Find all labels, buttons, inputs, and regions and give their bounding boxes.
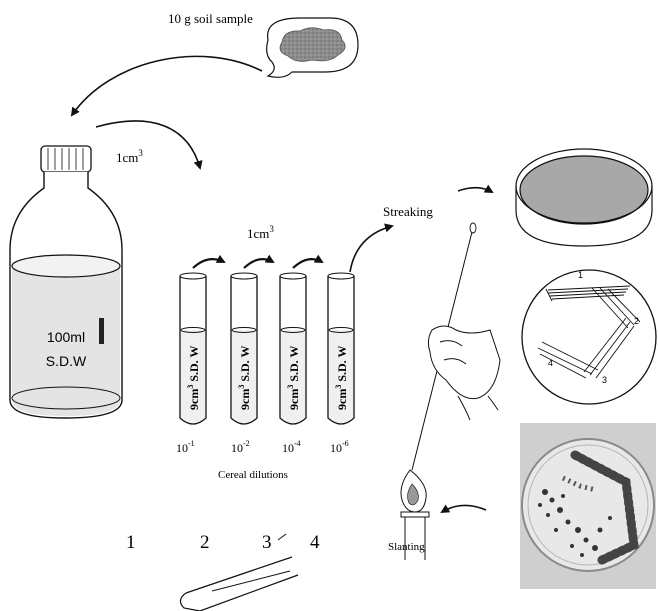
slant-number-2: 2 — [200, 532, 210, 553]
bottle-contents-text: S.D.W — [46, 353, 87, 369]
slant-number-4: 4 — [310, 532, 320, 553]
dilution-label-3: 10-4 — [282, 439, 301, 455]
arrow-to-slanting — [442, 505, 486, 512]
colony-plate-photo — [520, 423, 656, 589]
streak-number-4: 4 — [548, 358, 553, 368]
tube-3-label: 9cm3 S.D. W — [286, 346, 301, 410]
arrow-bottle-to-tubes — [96, 121, 200, 168]
dilution-label-4: 10-6 — [330, 439, 349, 455]
tube-4-label: 9cm3 S.D. W — [334, 346, 349, 410]
slant-number-1: 1 — [126, 532, 136, 553]
tube-2-label: 9cm3 S.D. W — [237, 346, 252, 410]
arrow-soil-to-bottle — [72, 56, 262, 115]
slant-tube — [180, 557, 298, 611]
streak-number-2: 2 — [634, 316, 639, 326]
streak-number-1: 1 — [578, 270, 583, 280]
agar-plate — [516, 149, 652, 246]
soil-sample-bubble — [267, 18, 358, 77]
serial-dilutions-label: Cereal dilutions — [218, 469, 288, 481]
tube-1-label: 9cm3 S.D. W — [186, 346, 201, 410]
transfer-tubes-label: 1cm3 — [247, 224, 274, 241]
streaking-label: Streaking — [383, 204, 433, 219]
slant-number-3: 3 — [262, 532, 272, 553]
transfer-bottle-label: 1cm3 — [116, 148, 143, 165]
slant-number-3-tick — [278, 534, 286, 540]
hand-with-inoculating-loop — [412, 223, 500, 470]
arrow-tube-2-to-3 — [244, 259, 273, 268]
arrow-tube-to-streaking — [350, 226, 392, 272]
sdw-bottle — [10, 146, 122, 418]
arrow-to-agar-plate — [458, 188, 492, 192]
arrow-tube-1-to-2 — [193, 259, 224, 268]
streak-number-3: 3 — [602, 375, 607, 385]
dilution-label-1: 10-1 — [176, 439, 195, 455]
soil-sample-icon — [280, 28, 345, 62]
streak-pattern-plate — [522, 270, 656, 404]
slanting-label: Slanting — [388, 541, 425, 553]
soil-sample-label: 10 g soil sample — [168, 11, 253, 26]
bottle-volume-text: 100ml — [47, 329, 85, 345]
dilution-label-2: 10-2 — [231, 439, 250, 455]
arrow-tube-3-to-4 — [293, 259, 322, 268]
